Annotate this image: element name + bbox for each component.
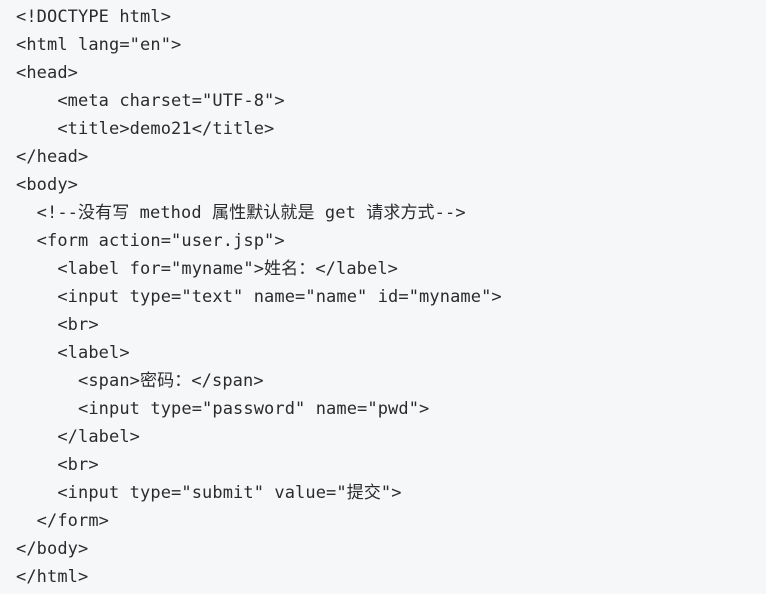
code-line: <!--没有写 method 属性默认就是 get 请求方式--> — [16, 203, 466, 223]
code-line: <html lang="en"> — [16, 35, 182, 55]
code-line: <meta charset="UTF-8"> — [16, 91, 285, 111]
code-line: <head> — [16, 63, 79, 83]
code-line: <body> — [16, 175, 79, 195]
code-line: </head> — [16, 147, 89, 167]
code-line: </body> — [16, 539, 89, 559]
code-line: <form action="user.jsp"> — [16, 231, 285, 251]
code-line: <input type="text" name="name" id="mynam… — [16, 287, 502, 307]
code-line: </html> — [16, 567, 89, 587]
code-line: <input type="password" name="pwd"> — [16, 399, 430, 419]
code-line: <!DOCTYPE html> — [16, 7, 172, 27]
code-line: <br> — [16, 315, 99, 335]
code-line: <label> — [16, 343, 130, 363]
code-line: </form> — [16, 511, 110, 531]
code-line: <span>密码：</span> — [16, 371, 264, 391]
code-line: <label for="myname">姓名：</label> — [16, 259, 399, 279]
code-line: <br> — [16, 455, 99, 475]
code-line: <input type="submit" value="提交"> — [16, 483, 402, 503]
code-line: </label> — [16, 427, 141, 447]
code-line: <title>demo21</title> — [16, 119, 275, 139]
